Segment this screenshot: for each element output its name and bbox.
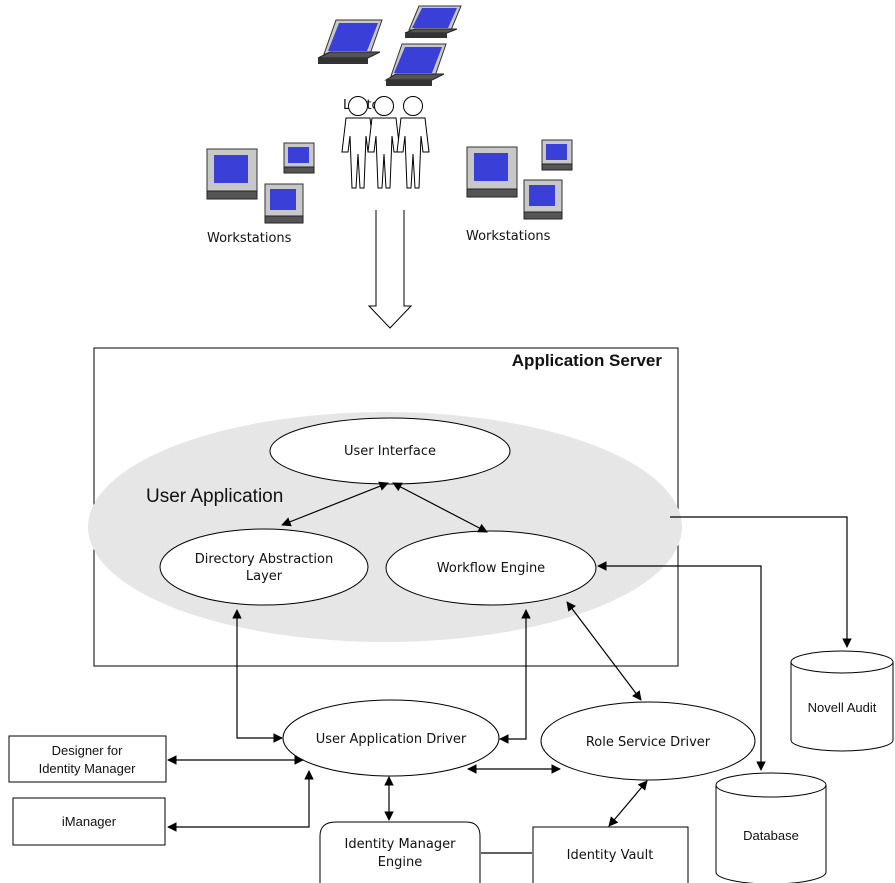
role-service-driver-label: Role Service Driver [586, 735, 711, 750]
identity-vault-label: Identity Vault [567, 848, 654, 863]
workstation-icon [264, 183, 304, 224]
imanager-node: iManager [12, 797, 166, 846]
connector-ui-dal [281, 481, 389, 527]
user-icon [367, 96, 401, 189]
laptop-icon [384, 43, 447, 86]
application-server-title: Application Server [512, 351, 663, 370]
dal-label-line1: Directory Abstraction [195, 552, 333, 567]
connector-dal-ua-driver [232, 609, 283, 743]
connector-ua-driver-imanager [167, 770, 314, 832]
laptop-screen [328, 23, 378, 51]
laptop-icon [404, 5, 462, 38]
left-workstations-label: Workstations [207, 231, 292, 246]
idm-engine-label-line1: Identity Manager [345, 837, 457, 852]
workflow-engine-label: Workflow Engine [437, 561, 545, 576]
connector-workflow-database [597, 561, 766, 771]
workflow-engine-node: Workflow Engine [385, 530, 597, 606]
workstation-icon [523, 179, 563, 220]
user-interface-label: User Interface [344, 444, 436, 459]
designer-node: Designer for Identity Manager [8, 735, 167, 783]
connector-ui-workflow [392, 482, 488, 533]
database-label: Database [743, 828, 799, 843]
workstation-icon [541, 139, 573, 171]
user-app-driver-label: User Application Driver [316, 732, 467, 747]
novell-audit-label: Novell Audit [808, 700, 877, 715]
imanager-label: iManager [62, 814, 117, 829]
identity-vault-node: Identity Vault [532, 826, 689, 883]
dal-label-line2: Layer [246, 569, 283, 584]
designer-label-line1: Designer for [52, 743, 123, 758]
novell-audit-database-icon: Novell Audit [790, 650, 894, 752]
connector-workflow-role-driver [566, 601, 642, 701]
right-workstations-label: Workstations [466, 229, 551, 244]
designer-label-line2: Identity Manager [39, 761, 137, 776]
user-application-label: User Application [146, 486, 283, 507]
user-interface-node: User Interface [269, 417, 511, 485]
directory-abstraction-layer-node: Directory Abstraction Layer [159, 528, 369, 606]
user-icon [396, 96, 430, 189]
workstation-icon [283, 142, 315, 174]
user-icon [341, 96, 375, 189]
connector-workflow-ua-driver [499, 609, 531, 744]
workstation-icon [206, 148, 258, 200]
access-arrow [367, 210, 413, 329]
workstation-icon [466, 146, 518, 198]
connector-role-driver-vault [608, 780, 648, 827]
role-service-driver-node: Role Service Driver [540, 701, 756, 781]
identity-manager-engine-node: Identity Manager Engine [319, 821, 481, 883]
idm-engine-label-line2: Engine [378, 855, 423, 870]
laptop-icon [317, 19, 383, 64]
database-icon: Database [715, 772, 827, 883]
user-application-driver-node: User Application Driver [282, 699, 500, 777]
connector-server-novell-audit [670, 516, 852, 648]
